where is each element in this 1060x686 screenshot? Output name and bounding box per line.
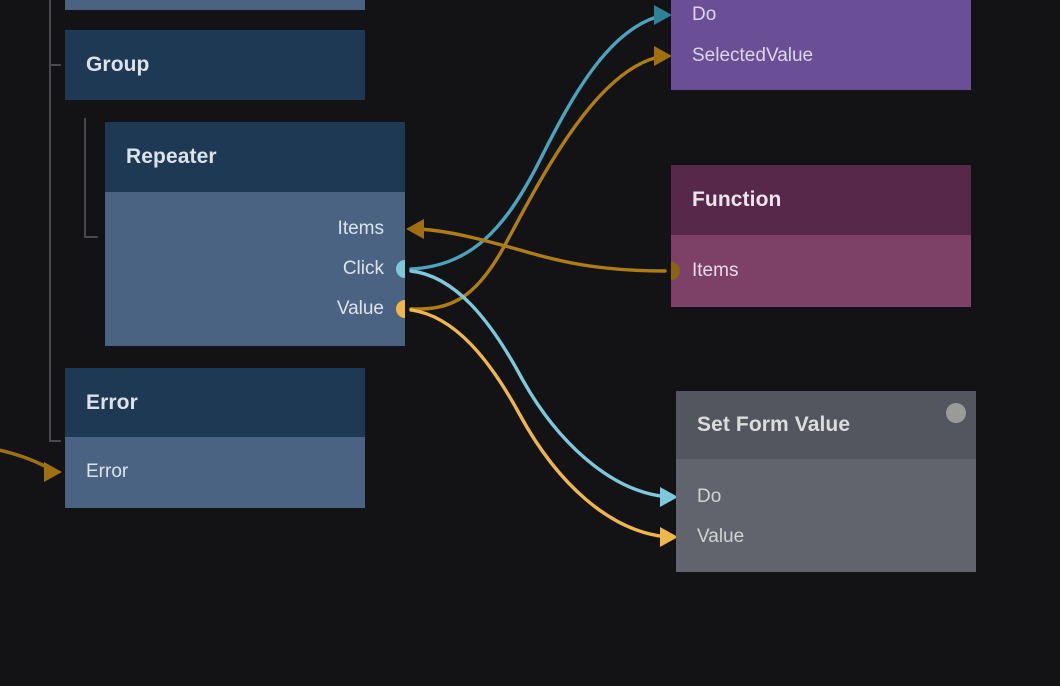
port-connector-dot[interactable] <box>396 300 405 318</box>
set-form-value-node-header[interactable]: Set Form Value <box>676 391 976 459</box>
repeater-node-header[interactable]: Repeater <box>105 122 405 192</box>
group-node[interactable]: Group <box>65 30 365 100</box>
node-title: Error <box>86 390 138 414</box>
port-do[interactable]: Do <box>697 487 721 506</box>
port-connector-dot[interactable] <box>671 262 680 280</box>
edge-path <box>409 13 666 271</box>
error-node-header[interactable]: Error <box>65 368 365 437</box>
port-label: Items <box>692 260 739 281</box>
port-connector-dot[interactable] <box>396 260 405 278</box>
node-title: Repeater <box>126 145 217 168</box>
port-label: Click <box>342 258 384 279</box>
edge-value-to-value-setform[interactable] <box>409 308 678 547</box>
edge-path <box>409 269 670 499</box>
tree-stub-group <box>49 64 61 66</box>
edge-click-to-do-purple[interactable] <box>409 5 672 271</box>
edge-path <box>409 308 670 539</box>
edge-incoming-to-error[interactable] <box>0 448 62 482</box>
port-selectedvalue[interactable]: SelectedValue <box>692 46 813 65</box>
edge-arrowhead <box>654 46 672 66</box>
port-label: Value <box>336 298 384 319</box>
node-title: Group <box>86 53 150 76</box>
port-value[interactable]: Value <box>336 298 405 319</box>
edge-path <box>409 54 666 311</box>
edge-path <box>418 227 667 273</box>
group-node-header[interactable]: Group <box>65 30 365 100</box>
tree-trunk-main <box>49 0 51 442</box>
port-label: Error <box>86 461 129 482</box>
tree-branch-repeater <box>84 118 86 238</box>
edge-value-to-selectedvalue[interactable] <box>409 46 672 311</box>
port-label: Items <box>337 218 384 239</box>
partial-node-top-body <box>65 0 365 10</box>
edge-arrowhead <box>654 5 672 25</box>
tree-stub-error <box>49 440 61 442</box>
port-do[interactable]: Do <box>692 5 716 24</box>
port-items[interactable]: Items <box>671 260 739 281</box>
edge-function-items-to-repeater-items[interactable] <box>406 219 667 273</box>
port-items[interactable]: Items <box>338 219 384 238</box>
error-node-body <box>65 437 365 508</box>
dropdown-target-node-body <box>671 0 971 90</box>
edge-path <box>0 448 54 472</box>
edge-arrowhead <box>44 462 62 482</box>
edge-arrowhead <box>406 219 424 239</box>
partial-node-top[interactable] <box>65 0 365 10</box>
repeater-node-body <box>105 192 405 346</box>
port-click[interactable]: Click <box>342 258 405 279</box>
port-error[interactable]: Error <box>86 462 128 481</box>
function-node-header[interactable]: Function <box>671 165 971 235</box>
port-label: SelectedValue <box>692 45 814 66</box>
edge-click-to-do-setform[interactable] <box>409 269 678 507</box>
tree-stub-repeater <box>84 236 98 238</box>
port-label: Value <box>697 526 745 547</box>
set-form-value-node-body <box>676 459 976 572</box>
port-label: Do <box>697 486 722 507</box>
status-indicator-dot[interactable] <box>946 403 966 423</box>
function-node-body <box>671 235 971 307</box>
port-value[interactable]: Value <box>697 527 744 546</box>
node-title: Function <box>692 188 782 211</box>
node-title: Set Form Value <box>697 413 851 436</box>
port-label: Do <box>692 4 717 25</box>
